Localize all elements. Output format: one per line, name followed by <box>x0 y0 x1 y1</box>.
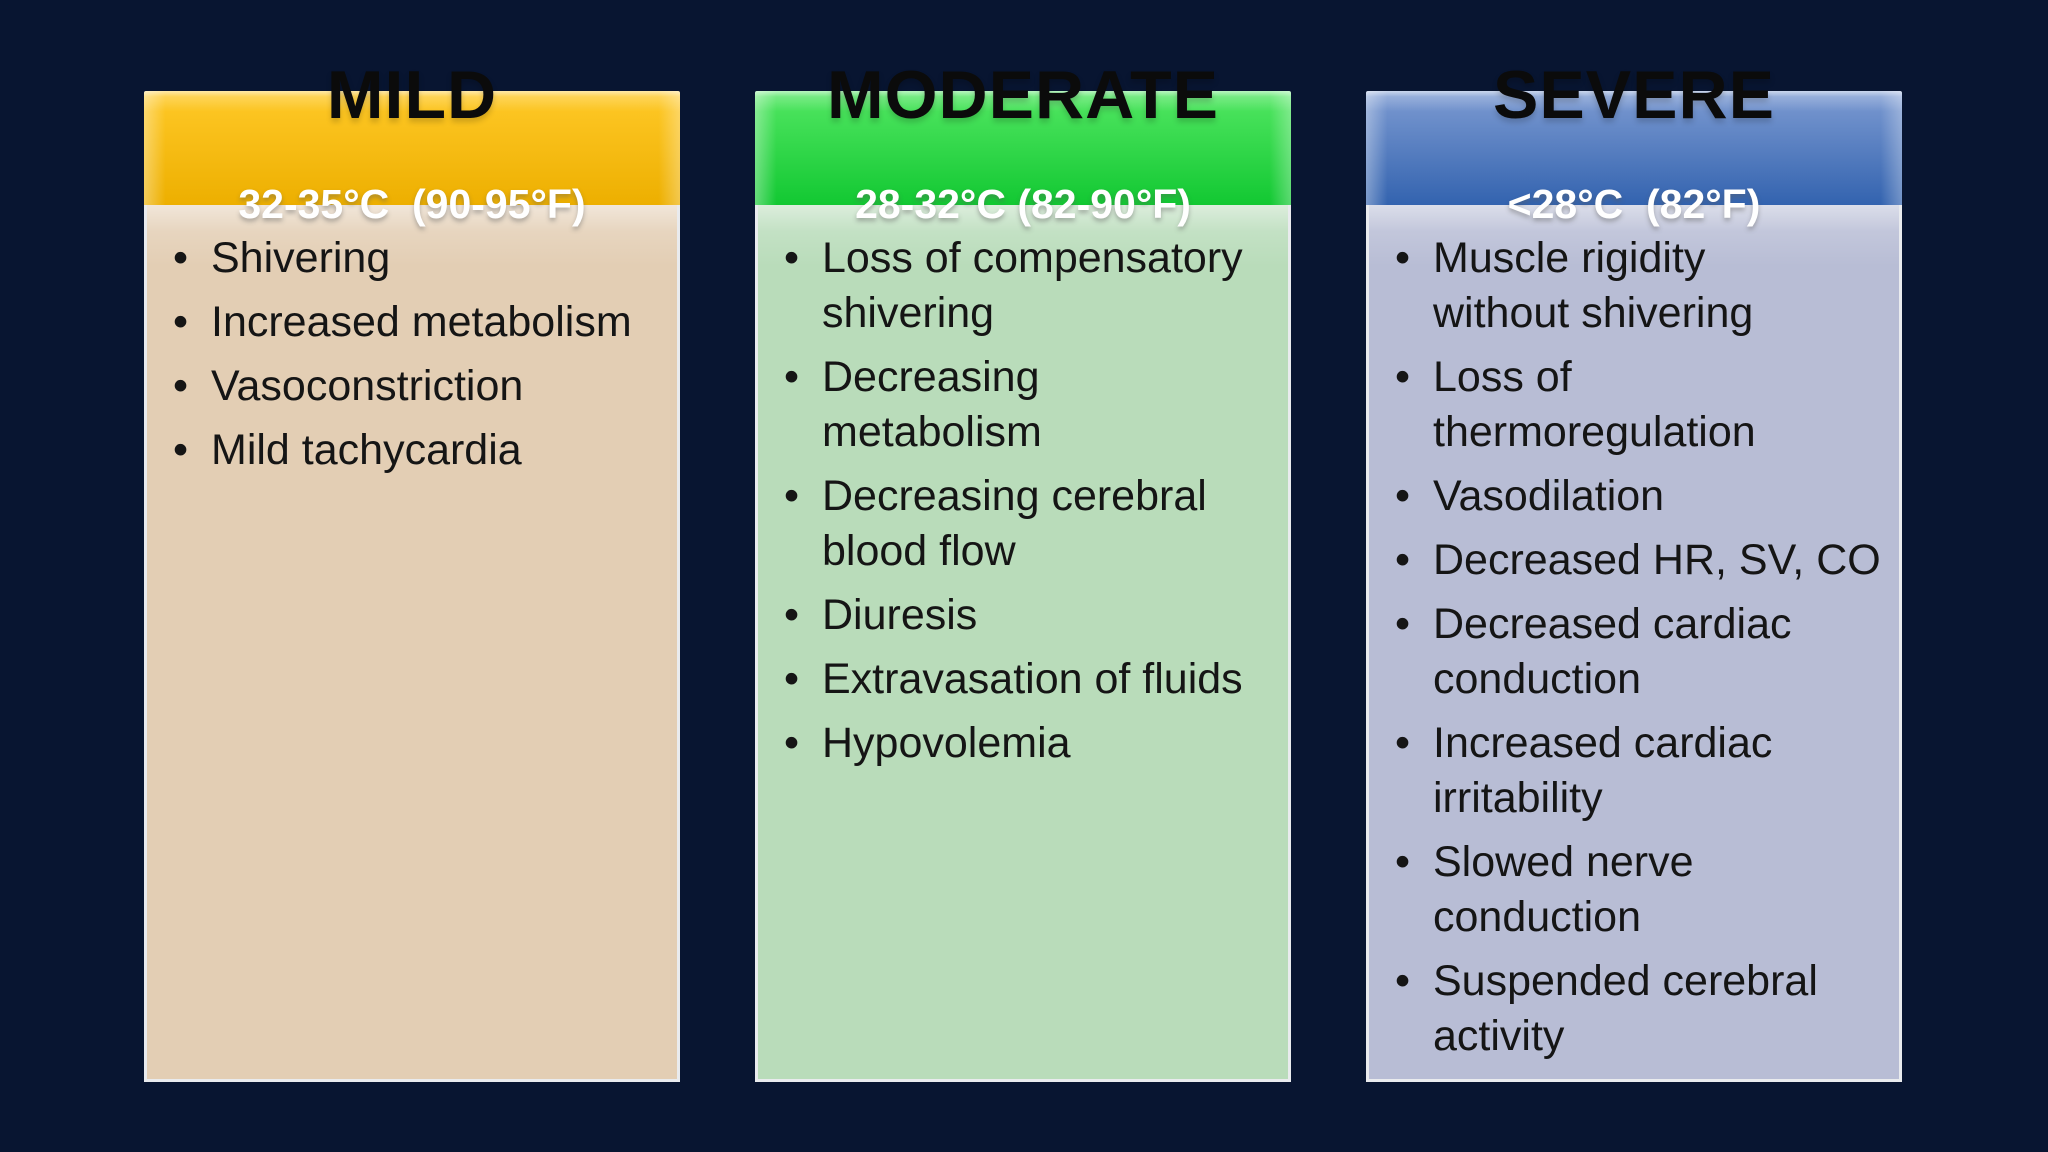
bullet-item: Slowed nerve conduction <box>1393 835 1885 945</box>
bullet-item: Shivering <box>171 231 663 286</box>
panel-moderate: Loss of compensatory shiveringDecreasing… <box>755 57 1291 1082</box>
bullet-item: Vasoconstriction <box>171 359 663 414</box>
bullet-item: Muscle rigidity without shivering <box>1393 231 1885 341</box>
bullet-item: Suspended cerebral activity <box>1393 954 1885 1064</box>
bullet-item: Diuresis <box>782 588 1274 643</box>
panel-severe-header <box>1366 91 1902 205</box>
bullet-item: Loss of thermoregulation <box>1393 350 1885 460</box>
panel-severe-temp-range: <28°C (82°F) <box>1507 181 1761 227</box>
severe-bullet-list: Muscle rigidity without shiveringLoss of… <box>1393 231 1885 1064</box>
panel-moderate-title: MODERATE <box>826 57 1220 133</box>
panel-moderate-body: Loss of compensatory shiveringDecreasing… <box>755 205 1291 1082</box>
panel-severe-body: Muscle rigidity without shiveringLoss of… <box>1366 205 1902 1082</box>
panel-mild-body: ShiveringIncreased metabolismVasoconstri… <box>144 205 680 1082</box>
panel-mild-header <box>144 91 680 205</box>
bullet-item: Decreased HR, SV, CO <box>1393 533 1885 588</box>
bullet-item: Mild tachycardia <box>171 423 663 478</box>
panel-moderate-header <box>755 91 1291 205</box>
panel-mild: ShiveringIncreased metabolismVasoconstri… <box>144 57 680 1082</box>
panel-mild-temp-range: 32-35°C (90-95°F) <box>238 181 586 227</box>
panel-severe-title: SEVERE <box>1493 57 1775 133</box>
moderate-bullet-list: Loss of compensatory shiveringDecreasing… <box>782 231 1274 771</box>
bullet-item: Decreased cardiac conduction <box>1393 597 1885 707</box>
bullet-item: Loss of compensatory shivering <box>782 231 1274 341</box>
panel-severe: Muscle rigidity without shiveringLoss of… <box>1366 57 1902 1082</box>
mild-bullet-list: ShiveringIncreased metabolismVasoconstri… <box>171 231 663 478</box>
bullet-item: Hypovolemia <box>782 716 1274 771</box>
bullet-item: Decreasing cerebral blood flow <box>782 469 1274 579</box>
bullet-item: Vasodilation <box>1393 469 1885 524</box>
panel-moderate-temp-range: 28-32°C (82-90°F) <box>855 181 1191 227</box>
bullet-item: Increased metabolism <box>171 295 663 350</box>
bullet-item: Increased cardiac irritability <box>1393 716 1885 826</box>
panel-mild-title: MILD <box>326 57 498 133</box>
bullet-item: Extravasation of fluids <box>782 652 1274 707</box>
bullet-item: Decreasing metabolism <box>782 350 1274 460</box>
